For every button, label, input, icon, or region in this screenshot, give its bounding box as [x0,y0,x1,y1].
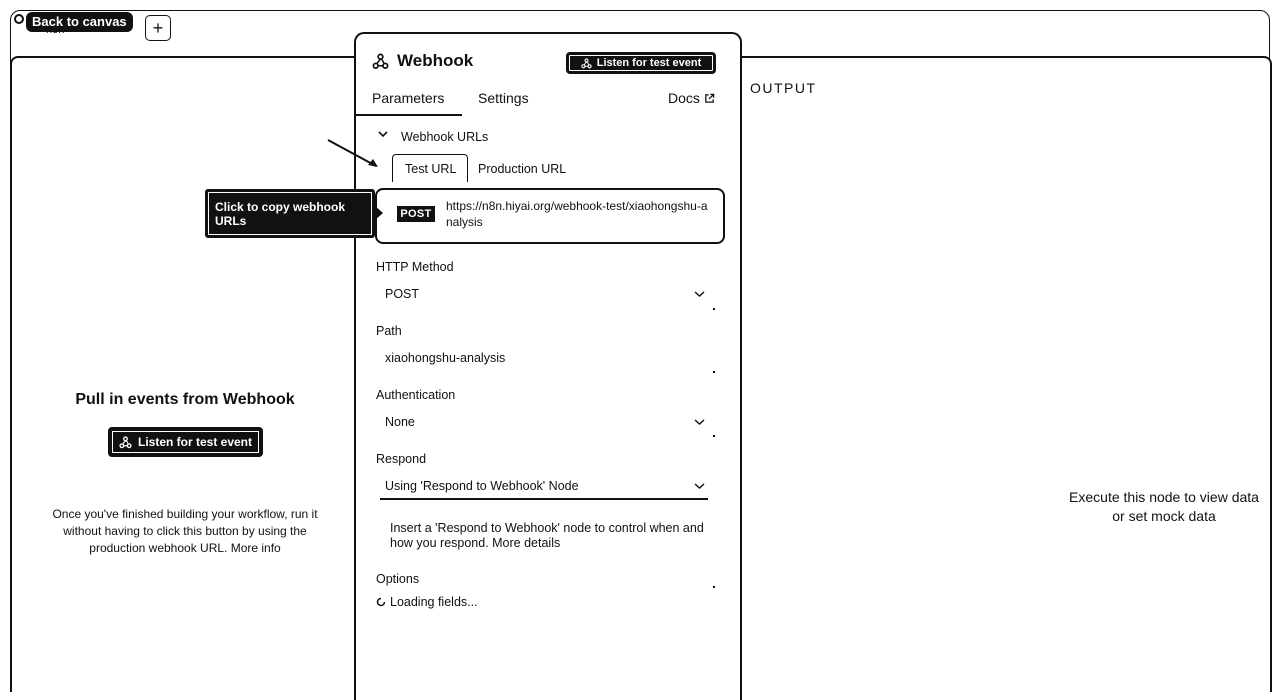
webhook-icon [581,57,592,68]
path-label: Path [376,324,402,338]
tab-settings[interactable]: Settings [478,90,529,106]
respond-note: Insert a 'Respond to Webhook' node to co… [390,521,704,550]
field-corner [713,586,715,588]
webhook-icon [372,53,389,69]
loading-fields: Loading fields... [376,595,478,609]
http-method-select[interactable]: POST [385,287,420,301]
n8n-logo-icon [14,14,24,24]
options-label: Options [376,572,420,586]
left-panel-description: Once you've finished building your workf… [52,507,318,555]
webhook-icon [119,435,132,448]
chevron-down-icon[interactable] [694,482,705,490]
brand-label: n8n [46,24,65,36]
left-panel-title: Pull in events from Webhook [75,391,295,408]
back-to-canvas-button[interactable]: Back to canvas [26,12,133,32]
output-empty-text: Execute this node to view data or set mo… [1069,489,1259,524]
docs-link[interactable]: Docs [668,90,715,106]
authentication-select[interactable]: None [385,415,415,429]
http-method-badge: POST [397,206,435,222]
field-corner [713,308,715,310]
docs-label: Docs [668,90,700,106]
field-corner [713,435,715,437]
tab-parameters[interactable]: Parameters [372,90,445,106]
copy-tooltip: Click to copy webhook URLs [205,189,375,238]
webhook-url[interactable]: https://n8n.hiyai.org/webhook-test/xiaoh… [446,199,708,229]
webhook-urls-toggle[interactable]: Webhook URLs [401,130,489,144]
annotation-arrow-icon [327,139,378,167]
tooltip-arrow [375,206,383,220]
output-panel-title: OUTPUT [750,80,817,96]
chevron-down-icon[interactable] [378,130,388,138]
add-button[interactable]: + [145,15,171,41]
active-tab-indicator [356,114,462,116]
loading-text: Loading fields... [390,595,478,609]
respond-select[interactable]: Using 'Respond to Webhook' Node [385,479,579,493]
chevron-down-icon[interactable] [694,418,705,426]
node-title: Webhook [397,51,474,70]
path-input[interactable]: xiaohongshu-analysis [385,351,506,365]
listen-test-event-button[interactable]: Listen for test event [566,52,716,74]
node-header: Webhook [372,51,473,71]
tab-test-url[interactable]: Test URL [405,162,457,176]
external-link-icon [705,93,715,103]
authentication-label: Authentication [376,388,456,402]
http-method-label: HTTP Method [376,260,454,274]
loading-spinner-icon [376,597,386,607]
tab-production-url[interactable]: Production URL [478,162,567,176]
node-parameters-panel [354,32,742,700]
chevron-down-icon[interactable] [694,290,705,298]
respond-label: Respond [376,452,427,466]
respond-select-underline [380,498,708,500]
url-tab-active-frame [392,154,468,182]
node-tabs: Parameters Settings [356,86,724,116]
listen-test-event-label: Listen for test event [137,435,253,449]
listen-test-event-button-left[interactable]: Listen for test event [108,427,263,457]
field-corner [713,371,715,373]
listen-test-event-label: Listen for test event [596,57,702,69]
